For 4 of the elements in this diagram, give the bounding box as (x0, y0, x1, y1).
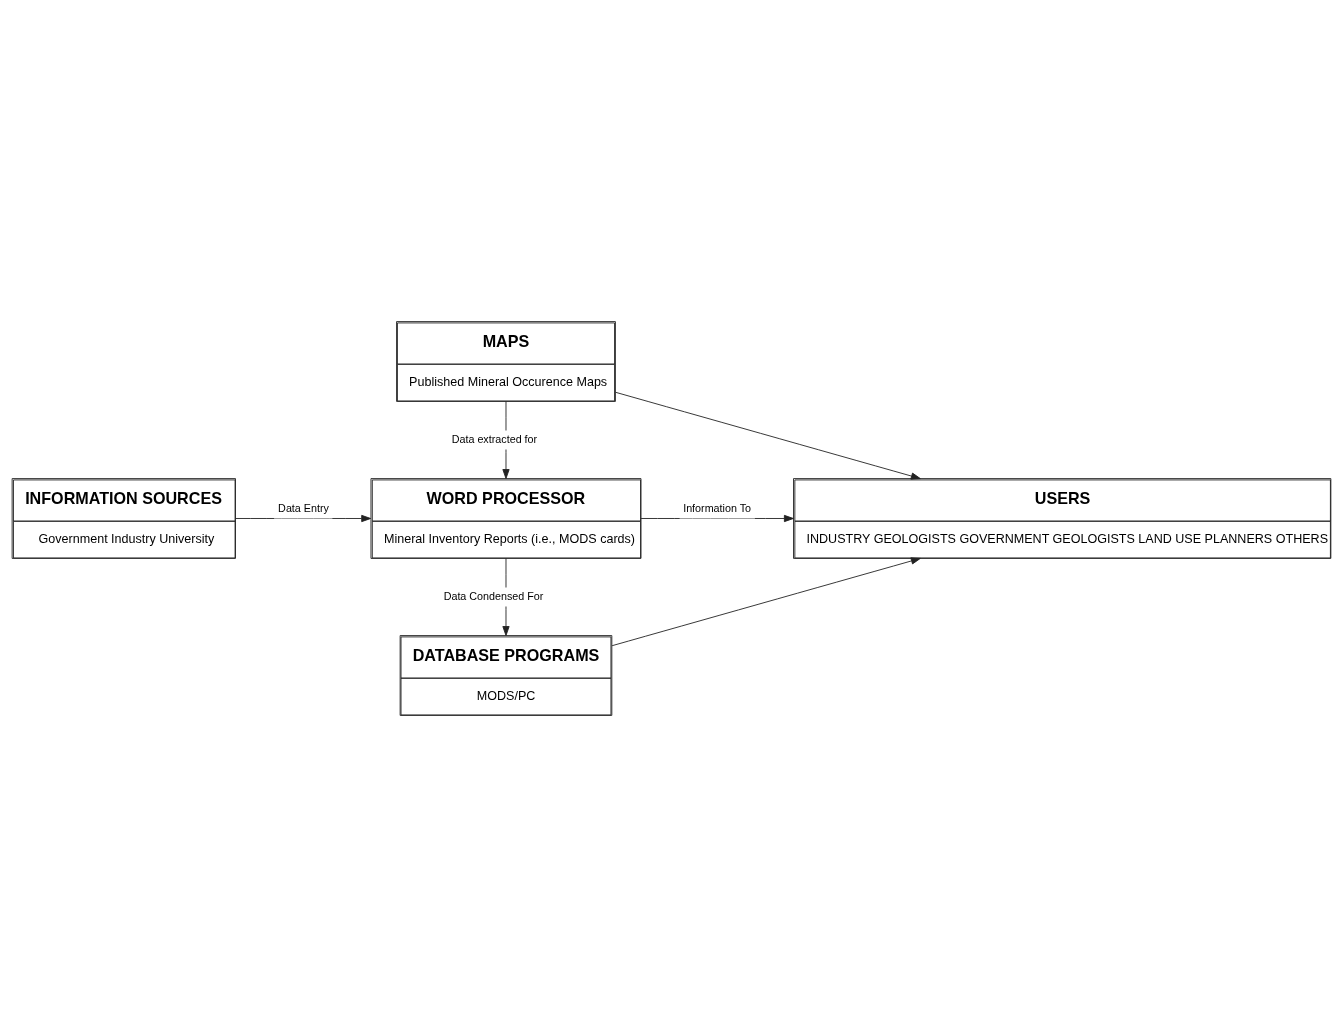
edge-label: Data Condensed For (443, 589, 544, 602)
edge-label: Information To (683, 501, 752, 514)
edge-label: Data Entry (278, 501, 329, 514)
edge-label: Data extracted for (451, 432, 538, 445)
